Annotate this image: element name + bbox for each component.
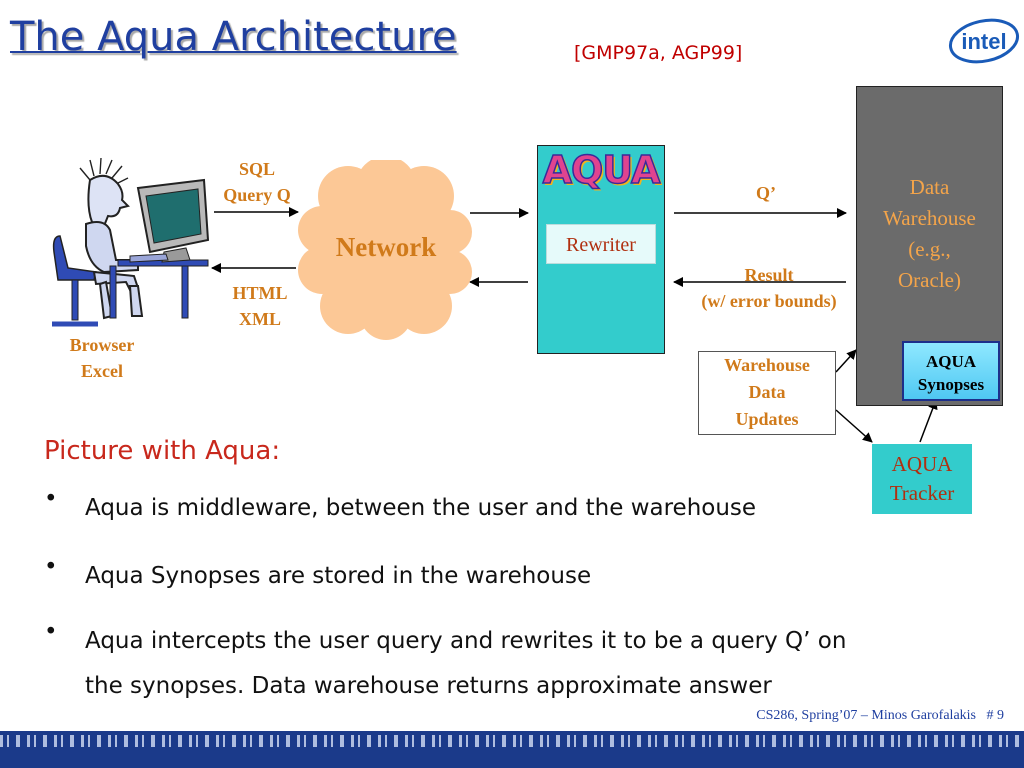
- error-bounds-label-line: (w/ error bounds): [701, 291, 837, 311]
- arrow-updates-to-warehouse: [835, 349, 857, 373]
- bullet-text-line-1: Aqua intercepts the user query and rewri…: [85, 628, 847, 654]
- aqua-synopses-box: AQUA Synopses: [902, 341, 1000, 401]
- bullet-text: Aqua is middleware, between the user and…: [85, 495, 757, 521]
- aqua-tracker-box: AQUA Tracker: [872, 444, 972, 514]
- tracker-label-line-1: AQUA: [891, 452, 953, 476]
- tracker-label-line-2: Tracker: [889, 481, 955, 505]
- bullet-text-line-2: the synopses. Data warehouse returns app…: [85, 673, 772, 699]
- sql-label-line: SQL: [238, 159, 276, 179]
- query-label-line: Query Q: [223, 185, 291, 205]
- footer-text: CS286, Spring’07 – Minos Garofalakis # 9: [756, 708, 1004, 723]
- result-label-line: Result: [744, 265, 794, 285]
- bullet-marker: •: [44, 619, 58, 645]
- citation: [GMP97a, AGP99]: [574, 42, 743, 64]
- warehouse-label-line-1: Data: [909, 175, 950, 199]
- sql-query-label: SQL Query Q: [202, 156, 312, 208]
- qprime-label: Q’: [756, 183, 776, 203]
- slide-title: The Aqua Architecture: [10, 14, 457, 60]
- updates-label-line-2: Data: [748, 382, 786, 402]
- result-label: Result (w/ error bounds): [676, 262, 862, 314]
- warehouse-updates-box: Warehouse Data Updates: [698, 351, 836, 435]
- intel-logo: intel: [948, 18, 1020, 64]
- warehouse-label-line-3: (e.g.,: [908, 237, 951, 261]
- html-xml-label: HTML XML: [210, 280, 310, 332]
- rewriter-box: Rewriter: [546, 224, 656, 264]
- user-at-computer-illustration: [52, 157, 210, 327]
- warehouse-label-line-2: Warehouse: [883, 206, 976, 230]
- browser-excel-label: Browser Excel: [44, 332, 160, 384]
- excel-label: Excel: [81, 361, 123, 381]
- browser-label: Browser: [69, 335, 135, 355]
- bullet-marker: •: [44, 486, 58, 512]
- updates-label-line-1: Warehouse: [724, 355, 810, 375]
- arrow-tracker-to-synopses: [919, 399, 938, 443]
- bullet-text: Aqua Synopses are stored in the warehous…: [85, 563, 592, 589]
- section-heading: Picture with Aqua:: [44, 436, 281, 466]
- data-warehouse-label: Data Warehouse (e.g., Oracle): [856, 172, 1003, 296]
- xml-label-line: XML: [239, 309, 281, 329]
- html-label-line: HTML: [232, 283, 288, 303]
- aqua-logo: AQUA: [542, 147, 661, 193]
- network-label: Network: [335, 232, 437, 262]
- svg-text:intel: intel: [961, 29, 1006, 54]
- updates-label-line-3: Updates: [735, 409, 799, 429]
- bullet-marker: •: [44, 554, 58, 580]
- synopses-label-line-2: Synopses: [917, 375, 985, 394]
- bottom-band-pattern: [0, 735, 1024, 747]
- network-cloud: [298, 160, 472, 340]
- synopses-label-line-1: AQUA: [925, 352, 977, 371]
- warehouse-label-line-4: Oracle): [898, 268, 961, 292]
- arrow-updates-to-tracker: [835, 409, 873, 443]
